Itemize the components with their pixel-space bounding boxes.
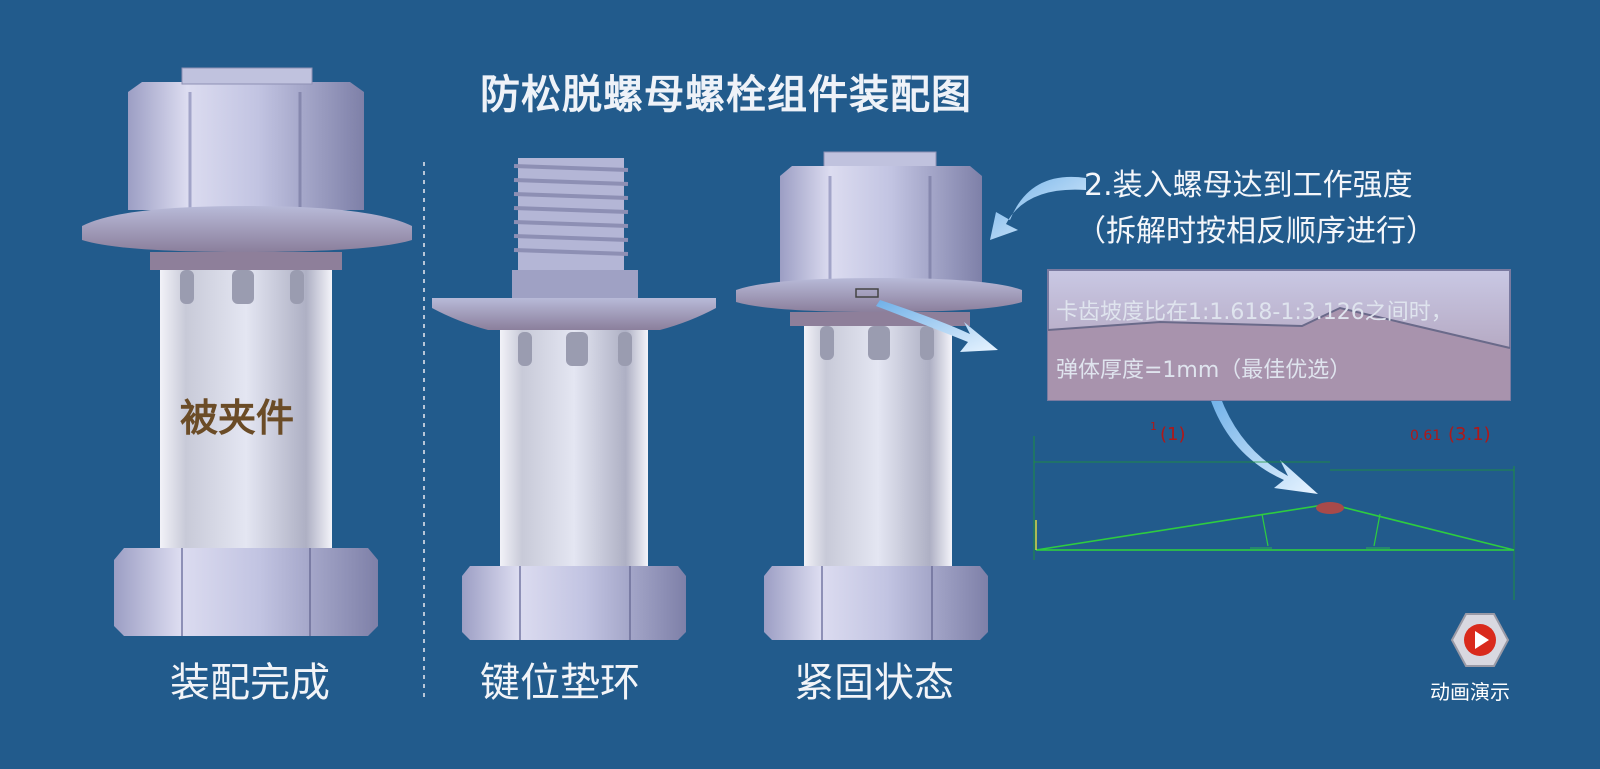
key-washer-ring [432, 298, 716, 330]
tooth-profile [1035, 503, 1515, 551]
caption-assembled: 装配完成 [170, 660, 330, 706]
play-animation-button[interactable]: 动画演示 [1420, 612, 1520, 705]
key-washer-part [432, 158, 716, 640]
profile-arrow [1210, 396, 1318, 494]
detail-marker [855, 288, 879, 298]
step-note-line2: （拆解时按相反顺序进行） [1076, 214, 1436, 249]
zoom-box-graphic [1047, 269, 1511, 401]
assembled-part [82, 67, 412, 636]
clamped-shaft [160, 262, 332, 548]
dim-left-superscript: 1 [1150, 420, 1157, 433]
caption-tightened: 紧固状态 [794, 660, 954, 706]
play-animation-label: 动画演示 [1430, 680, 1510, 704]
shaft-slots [180, 270, 304, 304]
dim-right-ratio: (3.1) [1448, 424, 1491, 445]
page-title: 防松脱螺母螺栓组件装配图 [480, 72, 972, 118]
caption-key-washer: 键位垫环 [480, 660, 640, 706]
key-washer-hex-nut [462, 566, 686, 640]
profile-diagram [1033, 436, 1515, 600]
top-nut-flange [82, 206, 412, 252]
zoom-text-line1: 卡齿坡度比在1:1.618-1:3.126之间时， [1056, 300, 1453, 325]
dim-right-value: 0.61 [1410, 428, 1442, 444]
dim-left-ratio: (1) [1160, 424, 1186, 445]
top-thread [181, 67, 313, 85]
bottom-hex-nut [114, 548, 378, 636]
play-icon [1450, 613, 1510, 667]
step-note-line1: 2.装入螺母达到工作强度 [1084, 168, 1413, 203]
bolt-thread [513, 158, 629, 270]
tightened-part [736, 151, 1022, 640]
step-arrow [990, 176, 1086, 240]
clamped-part-label: 被夹件 [180, 396, 295, 440]
top-nut-body [128, 82, 364, 210]
zoom-text-line2: 弹体厚度=1mm（最佳优选） [1056, 358, 1352, 383]
zoom-arrow [876, 300, 998, 352]
